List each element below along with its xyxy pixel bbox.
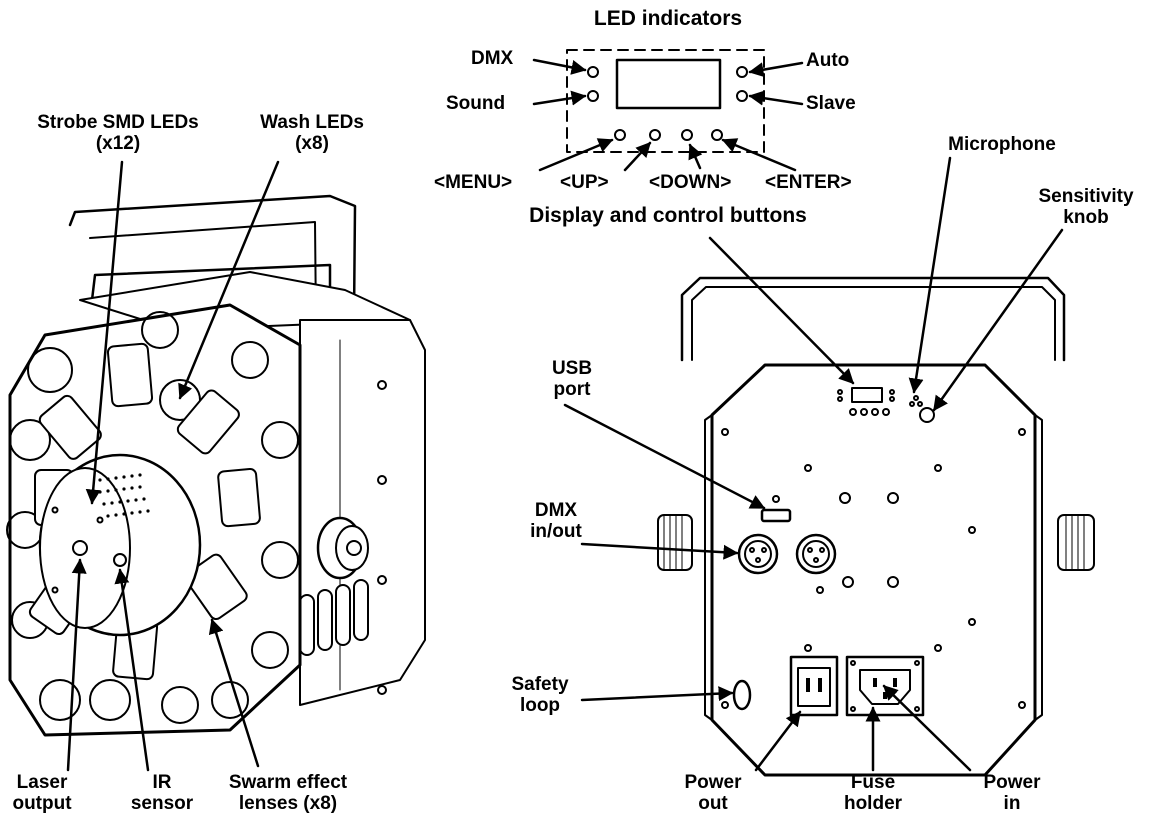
display-buttons-title: Display and control buttons [529,204,807,227]
menu-button-label: <MENU> [434,172,513,193]
rear-fixture [657,276,1095,777]
microphone-label: Microphone [948,134,1056,155]
led-indicators-title: LED indicators [593,7,743,30]
up-button-label: <UP> [560,172,609,193]
led-panel-border [566,49,765,153]
safety-loop [732,679,752,711]
rear-bracket [680,276,1066,362]
display-window [615,58,722,110]
strobe-dots [98,473,150,518]
dmx-led-label: DMX [471,48,514,69]
front-fixture [6,194,426,737]
dmx-connectors [737,533,837,575]
sensitivity-knob [919,407,935,423]
microphone-holes [913,395,919,401]
sound-led-label: Sound [446,93,506,114]
leader-lines [66,58,1064,772]
led-panel [566,49,765,153]
strobe-leds-label: Strobe SMD LEDs(x12) [37,112,199,154]
enter-button-label: <ENTER> [765,172,852,193]
down-button-label: <DOWN> [649,172,732,193]
ir-sensor-dot [113,553,127,567]
side-vents [299,579,369,656]
wash-led-circles [6,311,299,724]
wash-leds-label: Wash LEDs(x8) [260,112,364,154]
slave-led-label: Slave [806,93,856,114]
usb-port [760,508,792,523]
yoke-knob [316,516,369,580]
auto-led-label: Auto [806,50,850,71]
rear-screws [721,428,1026,709]
